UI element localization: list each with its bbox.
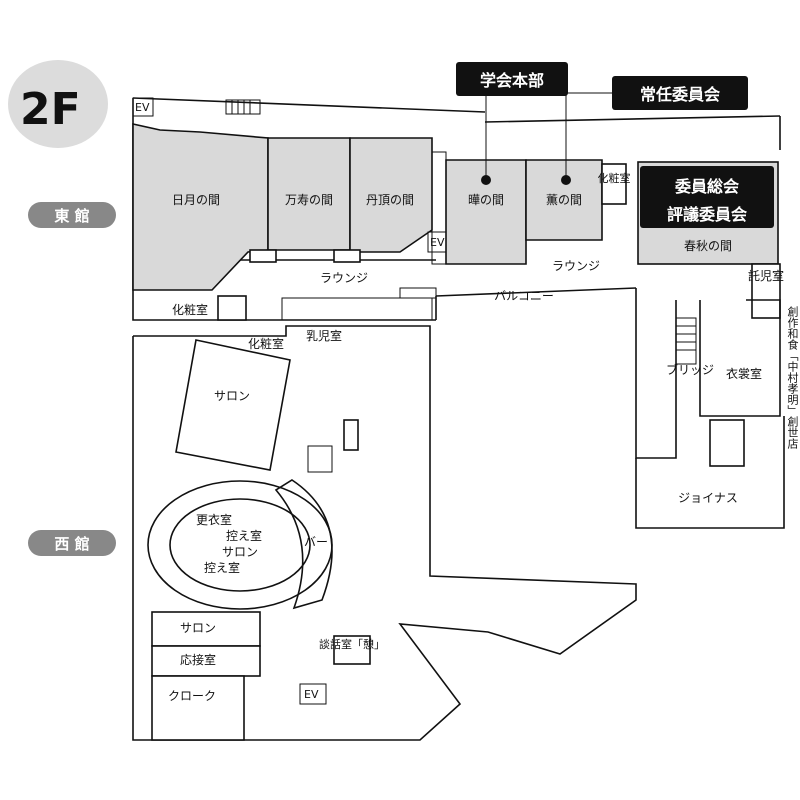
svg-text:クローク: クローク <box>168 689 216 703</box>
waiting-room-2: 控え室 <box>204 560 240 575</box>
room-tancho <box>349 137 433 253</box>
svg-text:学会本部: 学会本部 <box>480 71 544 90</box>
nursing-room: 乳児室 <box>306 328 342 343</box>
svg-text:委員総会: 委員総会 <box>674 177 739 196</box>
stairs-icon <box>225 99 261 115</box>
svg-text:西 館: 西 館 <box>54 535 89 553</box>
room-salon-1 <box>175 339 291 471</box>
svg-text:日月の間: 日月の間 <box>172 193 220 207</box>
lounge-west: ラウンジ <box>320 271 368 285</box>
talk-room: 談話室「憩」 <box>319 637 385 651</box>
powder-room-west: 化粧室 <box>248 336 284 351</box>
east-building-badge: 東 館 <box>28 202 116 228</box>
svg-text:丹頂の間: 丹頂の間 <box>366 193 414 207</box>
svg-text:応接室: 応接室 <box>180 652 216 667</box>
ev-label-east-mid: EV <box>430 236 445 249</box>
powder-room-east-small: 化粧室 <box>598 171 631 185</box>
changing-room: 更衣室 <box>196 512 232 527</box>
west-building: サロン 化粧室 乳児室 更衣室 控え室 サロン 控え室 バー サロン 応接室 ク… <box>132 325 637 741</box>
svg-text:評議委員会: 評議委員会 <box>667 205 747 224</box>
bridge-label: ブリッジ <box>666 362 714 377</box>
svg-text:サロン: サロン <box>180 621 216 635</box>
room-kun <box>525 159 603 241</box>
lounge-east: ラウンジ <box>552 259 600 273</box>
floor-badge: 2F <box>8 60 108 148</box>
room-salon-3 <box>151 611 261 647</box>
room-reception <box>151 645 261 677</box>
costume-room: 衣裳室 <box>726 366 762 381</box>
powder-room-east: 化粧室 <box>172 302 208 317</box>
callout-hq: 学会本部 <box>456 62 568 185</box>
svg-text:春秋の間: 春秋の間 <box>684 239 732 253</box>
balcony-label: バルコニー <box>494 289 554 303</box>
room-nichigetsu <box>132 123 269 291</box>
svg-text:常任委員会: 常任委員会 <box>640 85 720 104</box>
svg-text:曄の間: 曄の間 <box>468 193 504 207</box>
west-building-badge: 西 館 <box>28 530 116 556</box>
svg-text:万寿の間: 万寿の間 <box>285 193 333 207</box>
ev-label-west: EV <box>304 688 319 701</box>
ev-label-east-top: EV <box>135 101 150 114</box>
callout-general-assembly: 委員総会 評議委員会 <box>640 166 774 228</box>
joinus-label: ジョイナス <box>678 491 738 505</box>
east-annex: 創作和食「中村孝明」創世店 ブリッジ 衣裳室 ジョイナス <box>635 299 799 529</box>
callout-standing-committee: 常任委員会 <box>561 76 748 185</box>
svg-text:薫の間: 薫の間 <box>546 193 582 207</box>
waiting-room-1: 控え室 <box>226 528 262 543</box>
svg-text:東 館: 東 館 <box>54 207 89 225</box>
room-cloak <box>151 675 245 741</box>
salon-2: サロン <box>222 545 258 559</box>
bar-label: バー <box>304 535 328 549</box>
east-building: EV 日月の間 万寿の間 丹頂の間 曄の間 薫の間 EV 化粧室 春秋の間 ラウ… <box>132 97 784 321</box>
childcare-room: 託児室 <box>748 268 784 283</box>
floor-label: 2F <box>20 84 81 135</box>
svg-text:サロン: サロン <box>214 389 250 403</box>
